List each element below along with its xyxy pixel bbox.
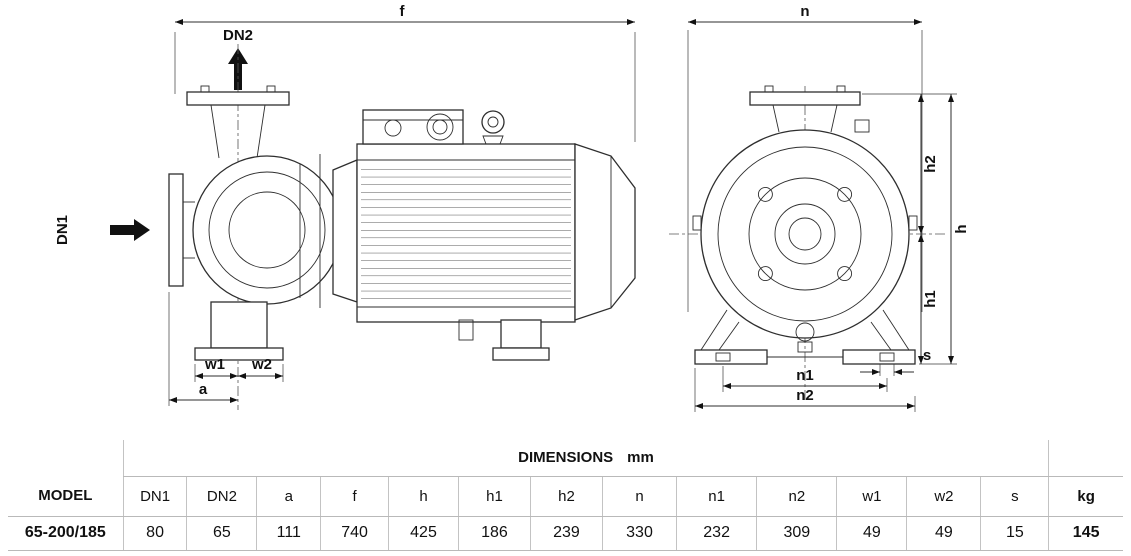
column-header-n1: n1 [676,476,757,517]
value-kg: 145 [1048,516,1123,551]
dim-label-a: a [199,381,208,398]
dn1-flow-arrow-icon [110,219,150,241]
dim-label-n2: n2 [796,387,814,404]
column-header-a: a [256,476,321,517]
value-n1: 232 [676,516,757,551]
lifting-eye-icon [481,110,505,134]
dim-label-n: n [800,3,809,20]
dim-label-h: h [953,224,970,233]
column-header-w1: w1 [836,476,907,517]
value-dn2: 65 [186,516,257,551]
column-header-kg: kg [1048,476,1123,517]
value-dn1: 80 [122,516,187,551]
column-header-f: f [320,476,389,517]
value-h: 425 [388,516,459,551]
dim-label-w2: w2 [251,356,272,373]
dimensions-table: DIMENSIONS mm MODEL DN1 DN2 a f h h1 h2 n… [8,440,1123,551]
dim-label-h1: h1 [922,290,939,308]
dim-label-f: f [400,3,406,20]
dim-label-w1: w1 [204,356,225,373]
column-header-h: h [388,476,459,517]
pump-side-view-drawing: f DN2 DN1 [54,3,636,410]
dim-label-dn2: DN2 [223,27,253,44]
column-header-h2: h2 [529,476,603,517]
technical-drawing-area: f DN2 DN1 [54,3,970,412]
table-title: DIMENSIONS mm [122,440,1049,477]
value-w2: 49 [906,516,981,551]
column-header-s: s [980,476,1049,517]
column-header-w2: w2 [906,476,981,517]
dim-label-dn1: DN1 [54,215,71,245]
value-n: 330 [601,516,677,551]
dim-label-s: s [923,347,931,364]
value-f: 740 [320,516,389,551]
dim-label-n1: n1 [796,367,814,384]
value-s: 15 [980,516,1049,551]
table-title-text: DIMENSIONS [518,449,614,467]
table-title-unit: mm [627,449,654,467]
model-value: 65-200/185 [8,516,124,551]
table-corner-spacer [8,440,123,476]
column-header-n: n [601,476,677,517]
value-h2: 239 [529,516,603,551]
value-a: 111 [256,516,321,551]
dim-label-h2: h2 [922,155,939,173]
value-n2: 309 [756,516,837,551]
column-header-h1: h1 [457,476,531,517]
kg-header-spacer [1048,440,1123,477]
column-header-model: MODEL [8,476,124,517]
table-row: 65-200/185 80 65 111 740 425 186 239 330… [8,516,1123,551]
column-header-n2: n2 [756,476,837,517]
value-w1: 49 [836,516,907,551]
pump-front-view-drawing: n [669,3,970,412]
column-header-dn1: DN1 [122,476,187,517]
value-h1: 186 [457,516,531,551]
column-header-dn2: DN2 [186,476,257,517]
